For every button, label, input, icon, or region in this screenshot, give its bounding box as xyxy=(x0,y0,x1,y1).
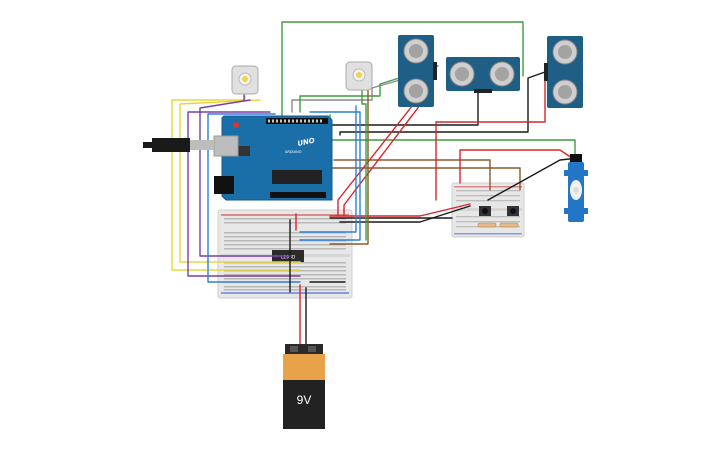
push-button-icon[interactable] xyxy=(507,206,519,216)
secondary-breadboard xyxy=(451,182,525,238)
chip-label: L293D xyxy=(281,255,296,261)
arduino-model-label: ARDUINO xyxy=(285,150,302,154)
ultrasonic-sensor-icon[interactable] xyxy=(398,35,437,107)
ultrasonic-sensor-icon[interactable] xyxy=(544,36,583,108)
ultrasonic-sensor-icon[interactable] xyxy=(446,57,520,93)
wires xyxy=(171,21,579,345)
usb-plug-icon[interactable] xyxy=(143,138,214,152)
servo-motor-icon[interactable] xyxy=(564,154,588,222)
arduino-brand-label: UNO xyxy=(297,136,316,147)
push-button-icon[interactable] xyxy=(479,206,491,216)
battery-9v-icon: 9V xyxy=(283,344,325,429)
dc-motor-icon[interactable] xyxy=(231,65,259,95)
battery-label: 9V xyxy=(297,393,312,407)
dc-motor-icon[interactable] xyxy=(345,61,373,91)
arduino-uno-icon[interactable]: UNO ARDUINO xyxy=(213,115,333,201)
